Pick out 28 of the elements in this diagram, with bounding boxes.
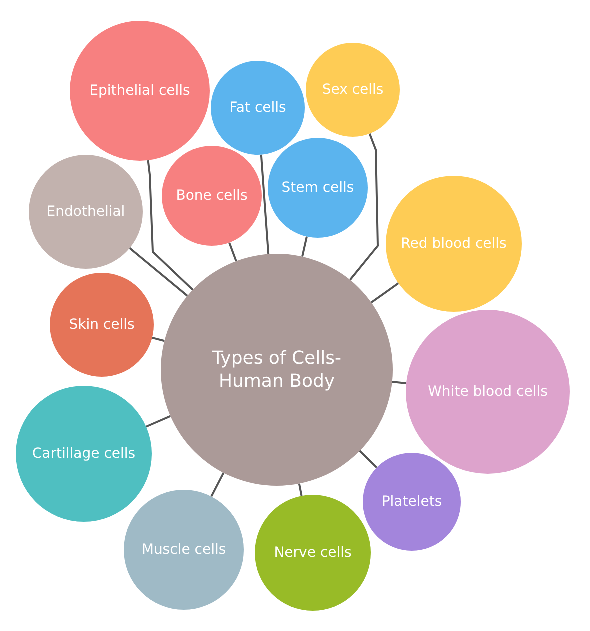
node-label: Muscle cells [142, 540, 226, 560]
connector-line [210, 472, 225, 498]
connector-line [392, 381, 407, 384]
node-label: Epithelial cells [90, 82, 190, 100]
node-label: Sex cells [322, 80, 384, 100]
connector-line [302, 236, 308, 258]
node-label: White blood cells [428, 382, 548, 402]
node-label: Fat cells [230, 98, 286, 118]
node-label: Endothelial [46, 202, 126, 222]
node-label: Platelets [382, 492, 442, 512]
connector-line [228, 242, 238, 262]
connector-line [146, 415, 172, 428]
circle-node [211, 61, 305, 155]
connector-line [260, 154, 270, 254]
connector-line [349, 134, 379, 281]
connector-line [359, 450, 378, 468]
node-label: Nerve cells [274, 544, 352, 562]
connector-line [370, 282, 400, 304]
node-label: Types of Cells- Human Body [211, 346, 343, 394]
connector-line [152, 336, 165, 342]
node-label: Stem cells [282, 178, 354, 198]
connector-line [298, 484, 303, 496]
node-label: Bone cells [176, 186, 248, 206]
node-label: Skin cells [69, 316, 135, 334]
node-label: Red blood cells [401, 234, 507, 254]
connector-line [129, 248, 188, 297]
connector-line [147, 160, 194, 291]
node-label: Cartillage cells [32, 444, 136, 464]
